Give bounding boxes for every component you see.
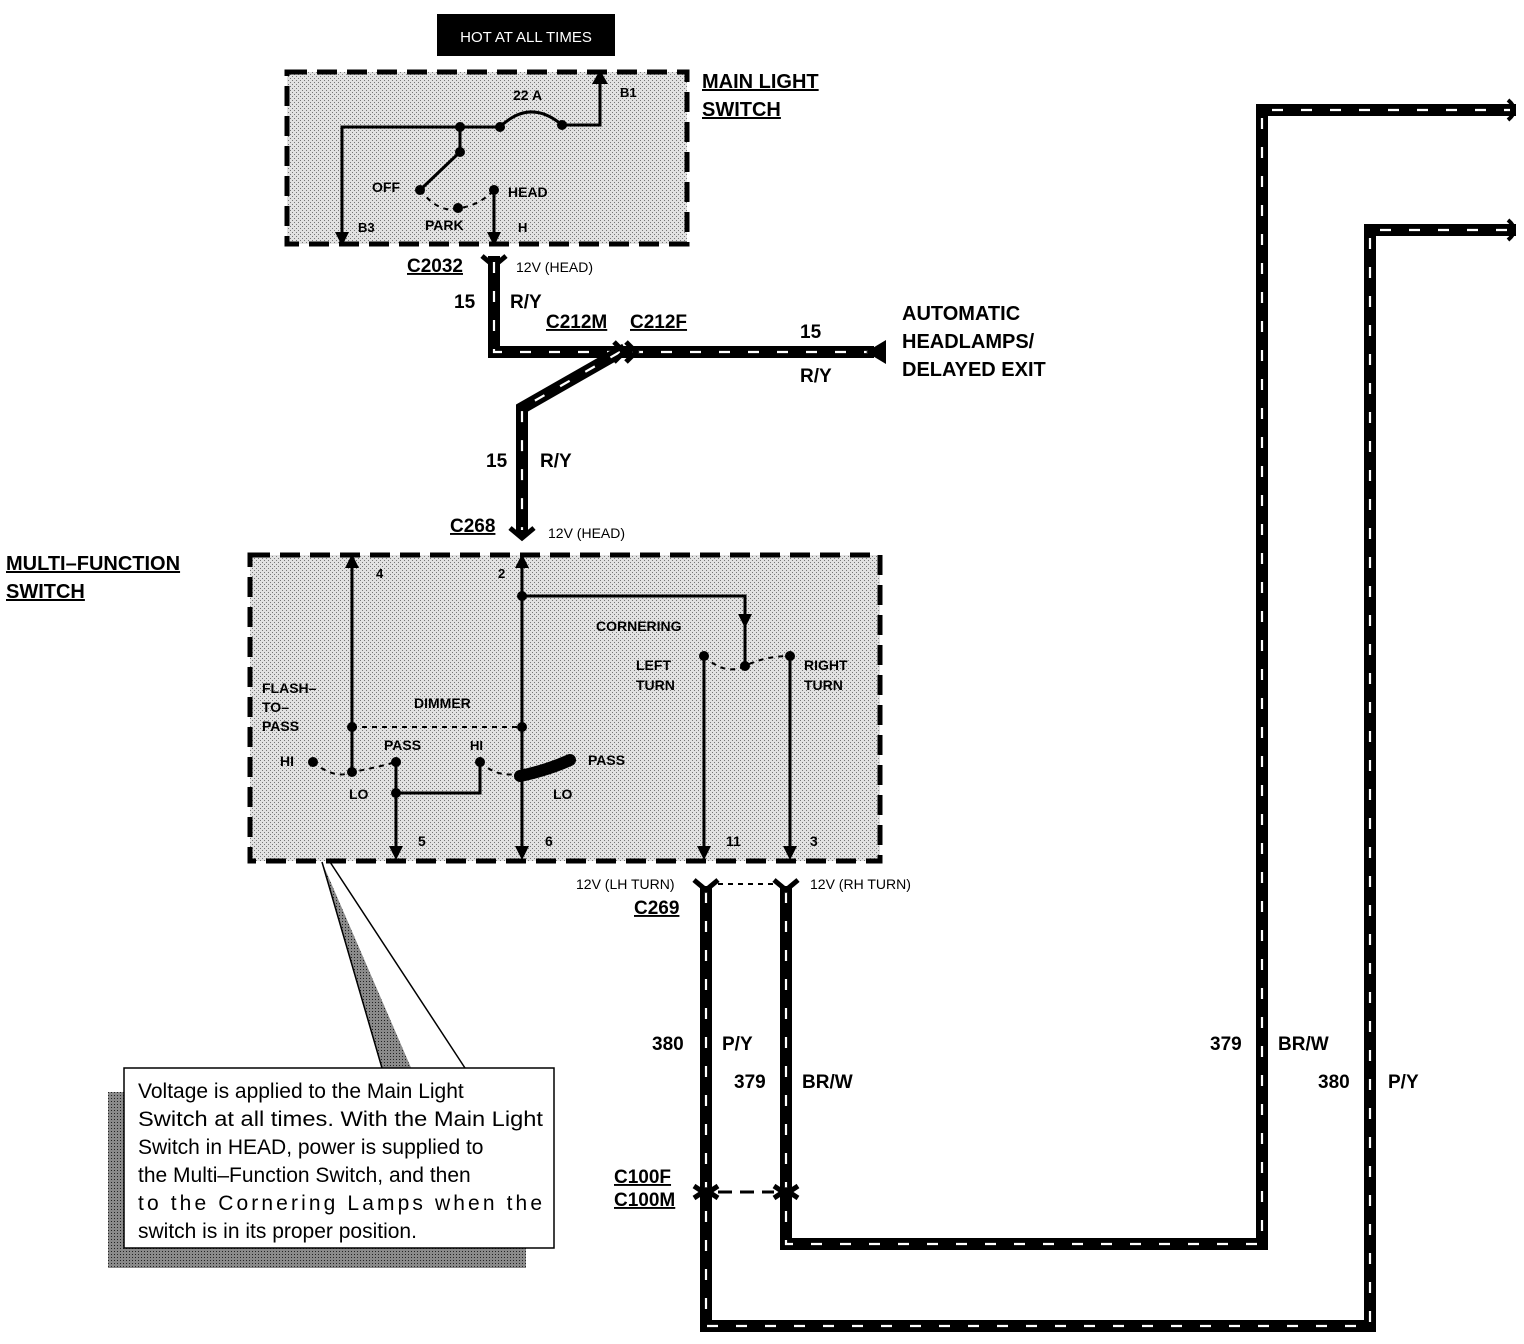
- wire-15-color-right: R/Y: [800, 366, 832, 387]
- b3-line: [340, 125, 460, 240]
- svg-text:LO: LO: [553, 786, 573, 802]
- pass-lever: [514, 754, 576, 782]
- svg-text:HOT AT ALL TIMES: HOT AT ALL TIMES: [460, 29, 592, 46]
- wire-15-num-top: 15: [454, 292, 476, 313]
- wire-15-color-top: R/Y: [510, 292, 542, 313]
- multi-function-switch-title-1: MULTI–FUNCTION: [6, 553, 180, 575]
- head-label: HEAD: [508, 184, 548, 200]
- svg-text:C2032: C2032: [407, 256, 463, 277]
- c269-left-voltage: 12V (LH TURN): [576, 876, 675, 892]
- svg-text:HI: HI: [470, 738, 483, 753]
- callout-box: [123, 1067, 555, 1249]
- svg-text:LO: LO: [349, 786, 369, 802]
- multi-function-switch-box: [247, 552, 883, 864]
- wire-labels: 15 R/Y 15 R/Y 15 R/Y 380 P/Y 379 BR/W 37…: [454, 292, 1419, 1093]
- svg-text:5: 5: [418, 833, 426, 849]
- svg-text:6: 6: [545, 833, 553, 849]
- c269-connector: 12V (LH TURN) 12V (RH TURN) C269: [576, 876, 911, 919]
- b1-arrow: [592, 70, 608, 84]
- c100f-label: C100F: [614, 1167, 671, 1188]
- wire-379-num-left: 379: [734, 1072, 766, 1093]
- cornering-label: CORNERING: [596, 618, 682, 634]
- svg-text:HI: HI: [280, 753, 294, 769]
- note-line-6: switch is in its proper position.: [138, 1220, 417, 1243]
- park-label: PARK: [425, 217, 464, 233]
- c2032-voltage: 12V (HEAD): [516, 259, 593, 275]
- hot-at-all-times-label: HOT AT ALL TIMES: [437, 14, 615, 56]
- c212m-label: C212M: [546, 312, 607, 333]
- main-light-switch: MAIN LIGHT SWITCH 22 A B1 OFF HEAD PARK …: [284, 69, 819, 247]
- svg-text:PASS: PASS: [262, 718, 299, 734]
- c100-connector: C100F C100M: [614, 1167, 800, 1211]
- wire-15-num-right: 15: [800, 322, 822, 343]
- svg-text:LEFT: LEFT: [636, 657, 671, 673]
- automatic-headlamps-connector: AUTOMATIC HEADLAMPS/ DELAYED EXIT: [866, 303, 1046, 381]
- wire-15-color-mid: R/Y: [540, 451, 572, 472]
- note-line-4: the Multi–Function Switch, and then: [138, 1164, 471, 1187]
- b1-label: B1: [620, 85, 637, 100]
- wire-380-color-left: P/Y: [722, 1034, 753, 1055]
- wire-380-num-right: 380: [1318, 1072, 1350, 1093]
- wire-380-num-left: 380: [652, 1034, 684, 1055]
- c269-right-voltage: 12V (RH TURN): [810, 876, 911, 892]
- svg-text:PASS: PASS: [384, 737, 421, 753]
- wires: [488, 104, 1516, 1332]
- wire-15-to-mfs: [516, 343, 629, 536]
- main-light-switch-title-1: MAIN LIGHT: [702, 71, 819, 93]
- svg-text:PASS: PASS: [588, 752, 625, 768]
- svg-text:2: 2: [498, 566, 505, 581]
- svg-text:RIGHT: RIGHT: [804, 657, 848, 673]
- c100m-label: C100M: [614, 1190, 675, 1211]
- c2032-connector: C2032 12V (HEAD): [407, 254, 593, 277]
- fuse-22a: [498, 110, 563, 129]
- wire-380-color-right: P/Y: [1388, 1072, 1419, 1093]
- note-line-3: Switch in HEAD, power is supplied to: [138, 1136, 484, 1159]
- svg-text:11: 11: [726, 833, 741, 849]
- wire-379-color-right: BR/W: [1278, 1034, 1329, 1055]
- svg-text:TURN: TURN: [636, 677, 675, 693]
- svg-text:TURN: TURN: [804, 677, 843, 693]
- wire-379-num-right: 379: [1210, 1034, 1242, 1055]
- c212-connector: C212M C212F: [546, 312, 687, 364]
- svg-text:4: 4: [376, 566, 384, 581]
- svg-text:3: 3: [810, 833, 818, 849]
- svg-text:HEADLAMPS/: HEADLAMPS/: [902, 331, 1035, 353]
- svg-text:DELAYED EXIT: DELAYED EXIT: [902, 359, 1046, 381]
- svg-text:TO–: TO–: [262, 699, 289, 715]
- callout: Voltage is applied to the Main Light Swi…: [108, 861, 555, 1268]
- b3-label: B3: [358, 220, 375, 235]
- right-wire-ends: [1506, 98, 1516, 242]
- switch-arc: [419, 189, 495, 211]
- note-line-2: Switch at all times. With the Main Light: [138, 1108, 543, 1131]
- fuse-label: 22 A: [513, 87, 542, 103]
- wire-379-color-left: BR/W: [802, 1072, 853, 1093]
- svg-text:AUTOMATIC: AUTOMATIC: [902, 303, 1020, 325]
- callout-pointer-shadow: [322, 862, 412, 1070]
- note-line-1: Voltage is applied to the Main Light: [138, 1080, 464, 1103]
- switch-blade: [418, 150, 462, 192]
- h-label: H: [518, 220, 527, 235]
- off-label: OFF: [372, 179, 400, 195]
- svg-text:FLASH–: FLASH–: [262, 680, 317, 696]
- dimmer-label: DIMMER: [414, 695, 471, 711]
- multi-function-switch-title-2: SWITCH: [6, 581, 85, 603]
- svg-text:C269: C269: [634, 898, 679, 919]
- b1-line: [562, 74, 602, 127]
- c268-voltage: 12V (HEAD): [548, 525, 625, 541]
- main-light-switch-box: [284, 69, 690, 247]
- c212f-label: C212F: [630, 312, 687, 333]
- main-light-switch-title-2: SWITCH: [702, 99, 781, 121]
- wire-15-num-mid: 15: [486, 451, 508, 472]
- multi-function-switch: MULTI–FUNCTION SWITCH: [6, 552, 883, 864]
- c268-connector: C268 12V (HEAD): [450, 516, 625, 542]
- svg-text:C268: C268: [450, 516, 495, 537]
- note-line-5: to the Cornering Lamps when the: [138, 1192, 542, 1215]
